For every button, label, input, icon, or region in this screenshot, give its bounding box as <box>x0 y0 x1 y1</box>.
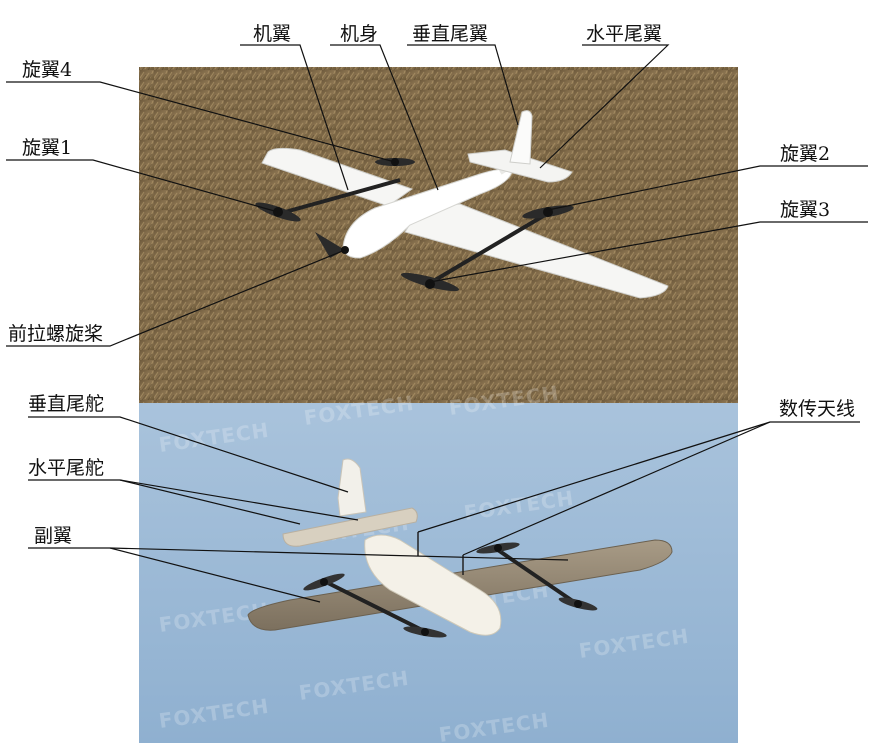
label-aileron: 副翼 <box>34 525 72 547</box>
leader-lines <box>6 44 868 603</box>
label-rotor-3: 旋翼3 <box>780 199 830 221</box>
top-left-wing <box>261 147 414 207</box>
top-right-wing <box>404 203 669 299</box>
sky-vertical-tail <box>337 458 367 517</box>
label-fuselage: 机身 <box>340 23 378 45</box>
label-rudder: 垂直尾舵 <box>28 393 104 415</box>
label-rotor-2: 旋翼2 <box>780 143 830 165</box>
labels: 机翼 机身 垂直尾翼 水平尾翼 旋翼4 旋翼1 旋翼2 旋翼3 前拉螺旋桨 垂直… <box>8 23 855 547</box>
sky-horizontal-tail <box>282 507 418 547</box>
label-rotor-4: 旋翼4 <box>22 59 72 81</box>
sky-photo: FOXTECH FOXTECH FOXTECH FOXTECH FOXTECH … <box>139 381 738 747</box>
top-vertical-tail <box>509 110 533 165</box>
sky-rotor-b <box>403 626 447 638</box>
top-fuselage <box>342 168 513 259</box>
label-elevator: 水平尾舵 <box>28 457 104 479</box>
label-pusher-prop: 前拉螺旋桨 <box>8 323 103 345</box>
ground-photo <box>139 67 738 403</box>
top-horizontal-tail <box>467 149 573 183</box>
label-wing: 机翼 <box>253 23 291 45</box>
label-horizontal-tail: 水平尾翼 <box>586 23 662 45</box>
label-vertical-tail: 垂直尾翼 <box>412 23 488 45</box>
sky-rotor-a <box>303 573 345 591</box>
sky-rotor-c <box>476 542 520 554</box>
label-antenna: 数传天线 <box>779 398 855 420</box>
sky-rotor-d <box>558 597 598 611</box>
sky-fuselage <box>364 534 502 636</box>
label-rotor-1: 旋翼1 <box>22 137 72 159</box>
